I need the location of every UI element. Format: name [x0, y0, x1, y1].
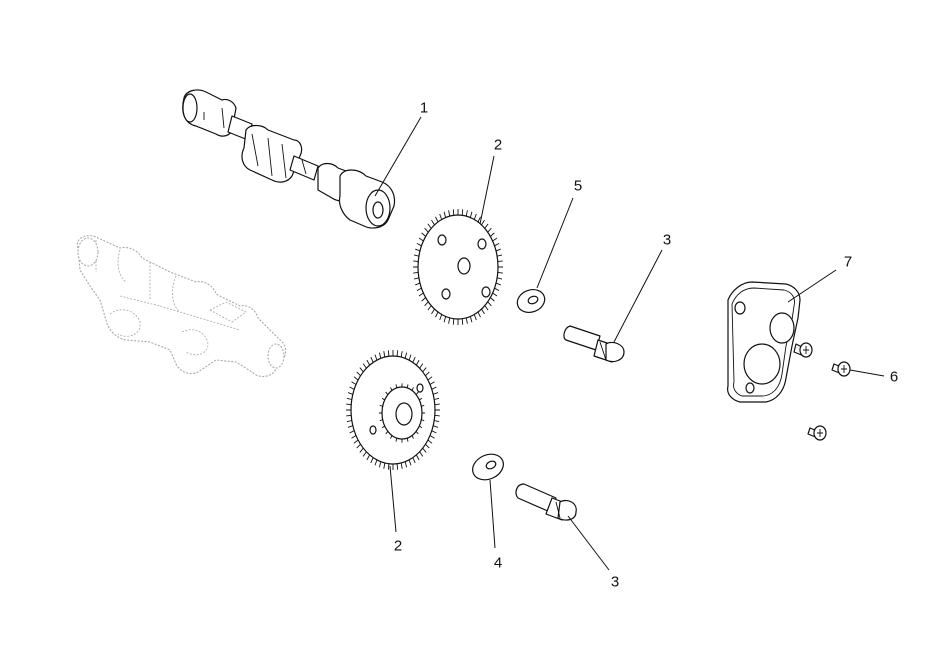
ghost-housing [76, 235, 287, 378]
bolt-upper-part [563, 325, 625, 363]
screw-6-lower-part [807, 425, 827, 441]
washer-4-part [472, 453, 504, 481]
leader-7 [787, 269, 837, 303]
camshaft-part [182, 89, 396, 229]
callout-4: 4 [493, 554, 503, 572]
leader-4 [489, 479, 496, 549]
upper-gear-part [413, 209, 503, 325]
leader-6 [849, 369, 885, 377]
leader-1 [374, 116, 422, 197]
callout-2-lower: 2 [393, 537, 403, 555]
screw-6-middle-part [831, 361, 851, 377]
callout-1: 1 [419, 99, 429, 117]
screw-6-upper-part [793, 342, 813, 358]
leader-2-upper [479, 155, 495, 225]
callout-6: 6 [889, 368, 899, 386]
bolt-lower-part [515, 483, 577, 521]
callout-2-upper: 2 [493, 136, 503, 154]
leader-3-upper [613, 249, 663, 343]
cover-plate-part [727, 281, 801, 403]
leader-2-lower [389, 465, 397, 533]
callout-5: 5 [573, 177, 583, 195]
washer-5-part [516, 289, 546, 313]
leader-5 [536, 197, 574, 289]
lower-gear-part [346, 350, 440, 470]
callout-3-upper: 3 [662, 231, 672, 249]
callout-7: 7 [843, 253, 853, 271]
leader-3-lower [567, 515, 610, 571]
callout-3-lower: 3 [610, 573, 620, 591]
leader-lines [374, 116, 885, 571]
